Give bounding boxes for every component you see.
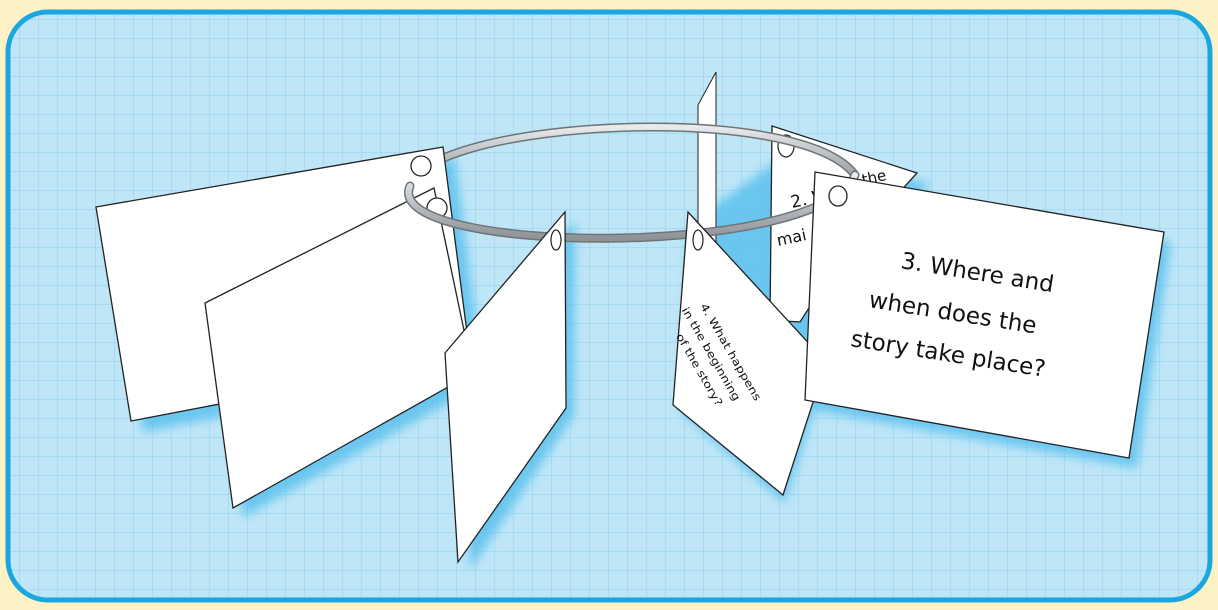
card-3: 3. Where and when does the story take pl… — [804, 171, 1165, 459]
card-middle — [444, 210, 567, 564]
card-4: 4. What happens in the beginning of the … — [672, 210, 827, 497]
